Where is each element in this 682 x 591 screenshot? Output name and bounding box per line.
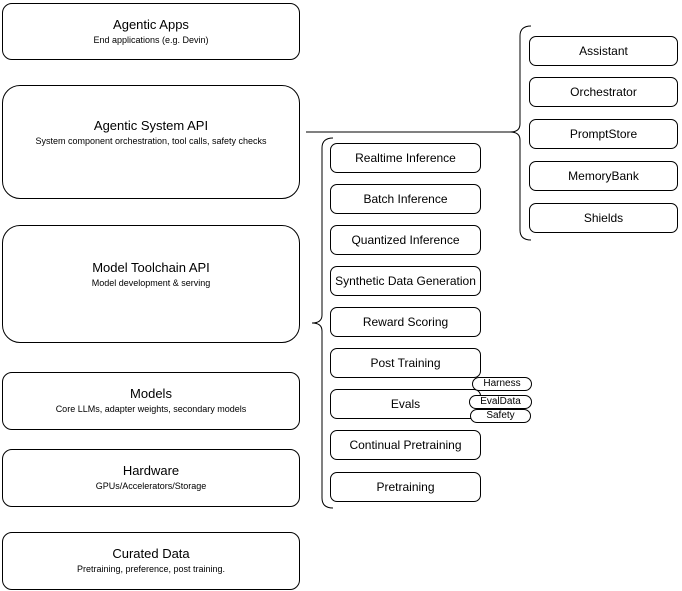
node-agentic-system-api: Agentic System API System component orch… <box>2 85 300 199</box>
node-memorybank: MemoryBank <box>529 161 678 191</box>
node-pretraining: Pretraining <box>330 472 481 502</box>
tag-evaldata: EvalData <box>469 395 532 409</box>
node-continual-pretraining: Continual Pretraining <box>330 430 481 460</box>
node-reward-scoring: Reward Scoring <box>330 307 481 337</box>
node-model-toolchain-api: Model Toolchain API Model development & … <box>2 225 300 343</box>
tag-harness: Harness <box>472 377 532 391</box>
bracket-system-group <box>509 25 532 241</box>
node-title: Agentic System API <box>93 118 209 133</box>
node-title: Curated Data <box>112 546 190 561</box>
node-models: Models Core LLMs, adapter weights, secon… <box>2 372 300 430</box>
tag-safety: Safety <box>470 409 531 423</box>
node-assistant: Assistant <box>529 36 678 66</box>
node-realtime-inference: Realtime Inference <box>330 143 481 173</box>
node-post-training: Post Training <box>330 348 481 378</box>
node-curated-data: Curated Data Pretraining, preference, po… <box>2 532 300 590</box>
node-synthetic-data-generation: Synthetic Data Generation <box>330 266 481 296</box>
node-subtitle: Model development & serving <box>91 278 211 288</box>
node-evals: Evals <box>330 389 481 419</box>
node-title: Model Toolchain API <box>92 260 210 275</box>
node-hardware: Hardware GPUs/Accelerators/Storage <box>2 449 300 507</box>
node-title: Hardware <box>122 463 180 478</box>
bracket-toolchain-group <box>311 137 334 509</box>
node-shields: Shields <box>529 203 678 233</box>
node-orchestrator: Orchestrator <box>529 77 678 107</box>
node-quantized-inference: Quantized Inference <box>330 225 481 255</box>
node-subtitle: Pretraining, preference, post training. <box>76 564 226 574</box>
node-agentic-apps: Agentic Apps End applications (e.g. Devi… <box>2 3 300 60</box>
node-subtitle: End applications (e.g. Devin) <box>93 34 209 45</box>
node-title: Agentic Apps <box>113 16 189 32</box>
node-subtitle: Core LLMs, adapter weights, secondary mo… <box>55 404 247 414</box>
node-subtitle: GPUs/Accelerators/Storage <box>95 481 207 491</box>
node-promptstore: PromptStore <box>529 119 678 149</box>
node-batch-inference: Batch Inference <box>330 184 481 214</box>
node-subtitle: System component orchestration, tool cal… <box>35 136 267 146</box>
node-title: Models <box>130 386 172 401</box>
